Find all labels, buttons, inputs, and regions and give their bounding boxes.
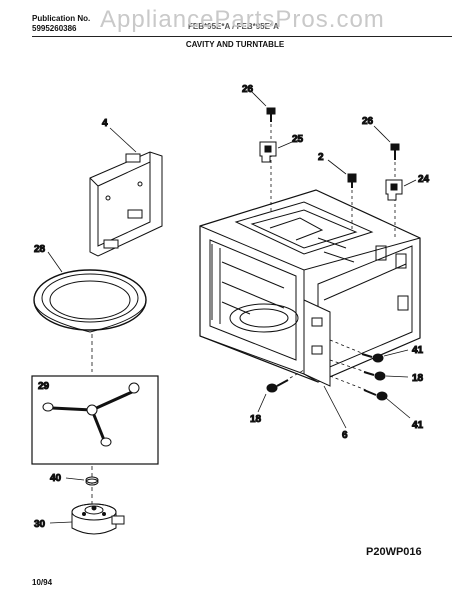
axis-18-right xyxy=(329,359,367,373)
callout-18-left: 18 xyxy=(250,414,262,425)
callout-4: 4 xyxy=(102,118,108,129)
callout-40: 40 xyxy=(50,473,62,484)
callout-41-upper: 41 xyxy=(412,345,424,356)
roller-guide-part-29 xyxy=(42,382,140,447)
screw-part-41-lower xyxy=(363,389,388,401)
callout-29: 29 xyxy=(38,381,50,392)
leader-40 xyxy=(65,477,85,481)
callout-25: 25 xyxy=(292,134,304,145)
model-number: FEB*95E*A / FEB*95E*A xyxy=(188,22,279,31)
leader-4 xyxy=(109,127,137,153)
leader-24 xyxy=(403,179,417,187)
screw-part-41-upper xyxy=(361,353,384,363)
leader-30 xyxy=(49,521,73,524)
callout-26-a: 26 xyxy=(242,84,254,95)
section-title: CAVITY AND TURNTABLE xyxy=(185,40,285,49)
leader-18-left xyxy=(257,393,267,413)
screw-part-18-right xyxy=(363,371,386,381)
publication-number: 5995260386 xyxy=(32,24,77,33)
publication-label: Publication No. xyxy=(32,14,91,23)
screw-part-18-left xyxy=(266,379,289,393)
callout-18-right: 18 xyxy=(412,373,424,384)
axis-18-left xyxy=(289,369,305,379)
latch-hook-part-25 xyxy=(259,141,277,163)
callout-2: 2 xyxy=(318,152,324,163)
callout-41-lower: 41 xyxy=(412,420,424,431)
watermark: AppliancePartsPros.com xyxy=(100,6,385,33)
diagram-code: P20WP016 xyxy=(366,546,422,558)
leader-26a xyxy=(251,91,267,107)
callout-24: 24 xyxy=(418,174,430,185)
leader-28 xyxy=(47,251,63,273)
callout-28: 28 xyxy=(34,244,46,255)
header-rule xyxy=(32,36,452,37)
screw-part-26-b xyxy=(390,143,400,160)
leader-41-upper xyxy=(383,349,409,357)
leader-26b xyxy=(373,125,391,143)
callout-26-b: 26 xyxy=(362,116,374,127)
turntable-motor-part-30 xyxy=(71,503,125,535)
leader-2 xyxy=(327,159,347,175)
leader-6 xyxy=(323,385,347,429)
leader-18-right xyxy=(385,375,409,378)
coupler-part-40 xyxy=(85,476,99,486)
roller-guide-box-29 xyxy=(31,375,159,465)
screw-part-2 xyxy=(347,173,357,188)
bracket-part-4 xyxy=(89,151,163,257)
screw-part-26-a xyxy=(266,107,276,122)
axis-41-upper xyxy=(329,339,365,355)
leader-25 xyxy=(277,141,293,149)
leader-41-lower xyxy=(385,397,411,419)
revision-date: 10/94 xyxy=(32,578,53,587)
axis-41-lower xyxy=(329,375,367,391)
callout-6: 6 xyxy=(342,430,348,441)
oven-cavity-part-6 xyxy=(199,189,421,387)
callout-30: 30 xyxy=(34,519,46,530)
latch-hook-part-24 xyxy=(385,179,403,201)
turntable-ring-part-28 xyxy=(33,269,147,333)
